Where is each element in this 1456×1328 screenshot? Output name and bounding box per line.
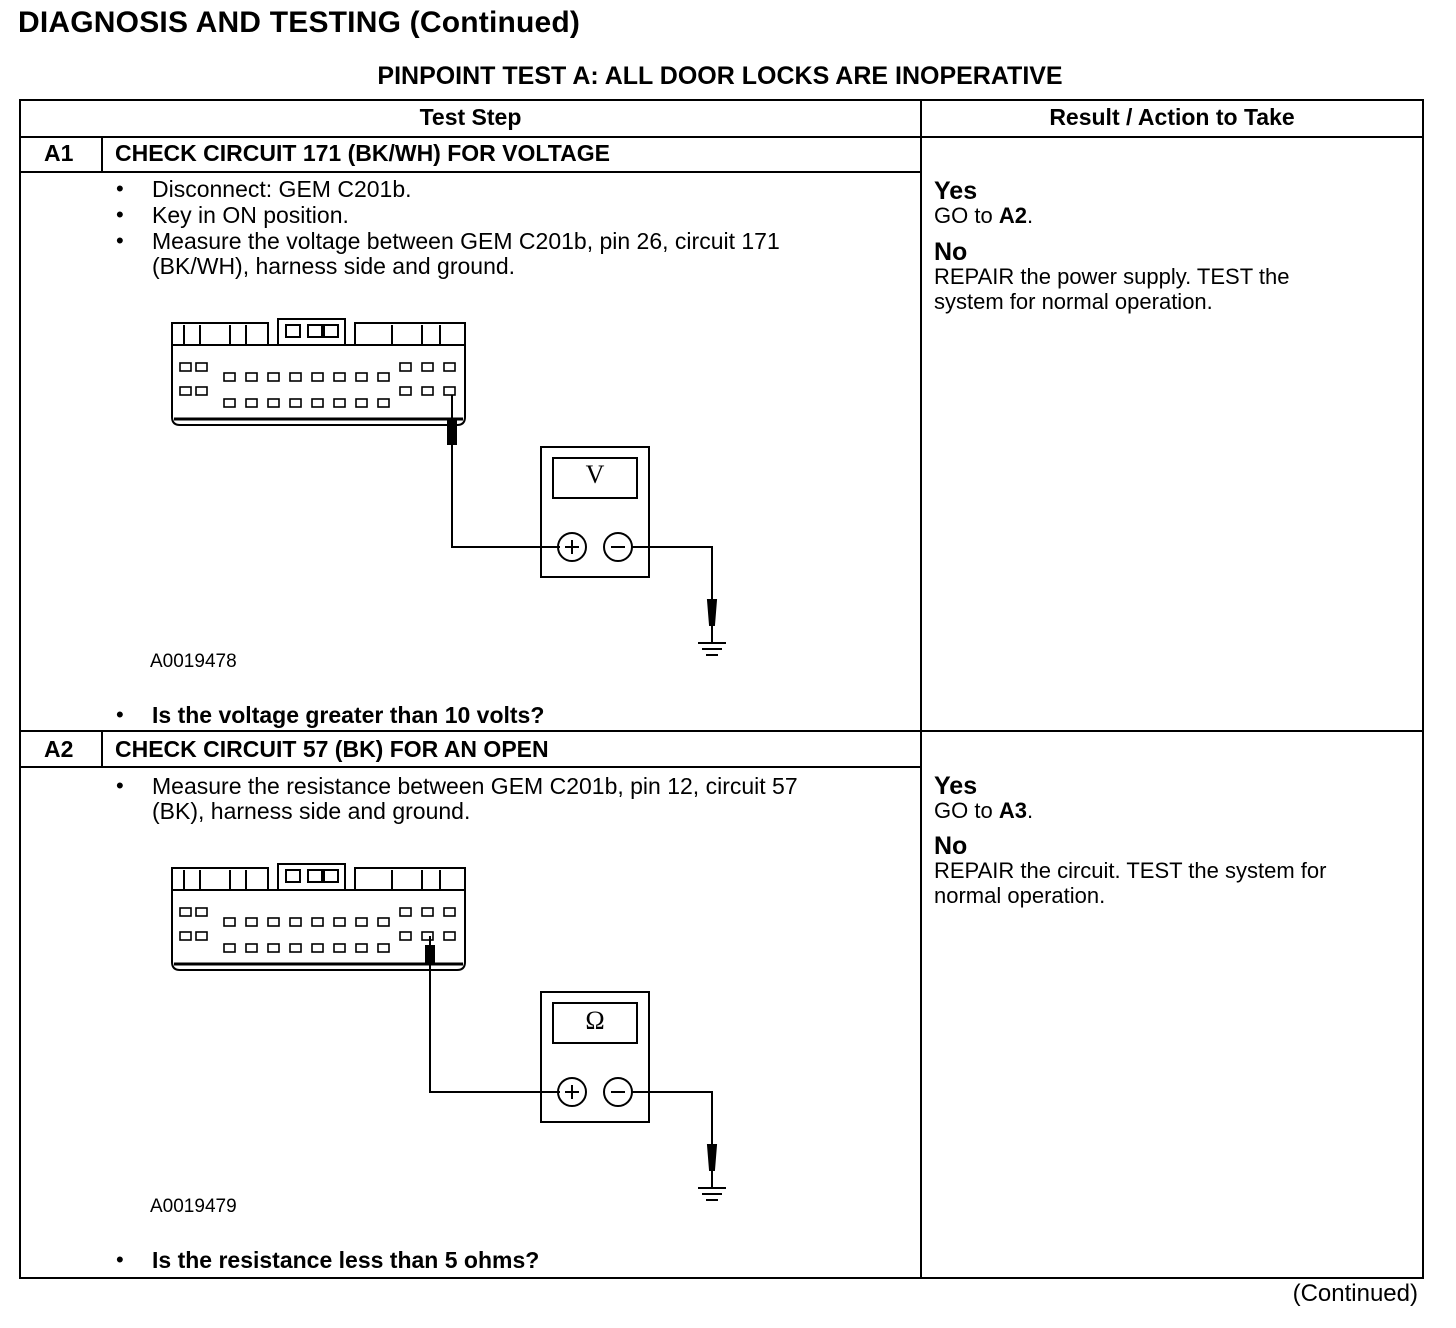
voltmeter-diagram — [171, 318, 726, 656]
step-title-a1: CHECK CIRCUIT 171 (BK/WH) FOR VOLTAGE — [115, 140, 610, 166]
bullet-marker: • — [116, 202, 124, 227]
step-instruction: Measure the resistance between GEM C201b… — [152, 773, 798, 799]
column-header-test-step: Test Step — [419, 104, 522, 130]
result-yes-label: Yes — [934, 177, 978, 205]
result-yes-action: GO to A3. — [934, 798, 1034, 823]
step-instruction: Measure the voltage between GEM C201b, p… — [152, 228, 780, 254]
bullet-marker: • — [116, 228, 124, 253]
step-id-a1: A1 — [44, 140, 74, 166]
bullet-marker: • — [116, 773, 124, 798]
ohmmeter-diagram — [171, 863, 726, 1201]
step-title-a2: CHECK CIRCUIT 57 (BK) FOR AN OPEN — [115, 736, 549, 762]
figure-code: A0019479 — [150, 1196, 237, 1217]
step-question: Is the voltage greater than 10 volts? — [152, 702, 545, 728]
figure-code: A0019478 — [150, 651, 237, 672]
step-question: Is the resistance less than 5 ohms? — [152, 1247, 540, 1273]
result-yes-label: Yes — [934, 772, 978, 800]
meter-symbol-volts: V — [585, 460, 605, 489]
meter-symbol-ohms: Ω — [585, 1006, 605, 1035]
result-no-label: No — [934, 832, 968, 860]
continued-label: (Continued) — [1292, 1280, 1418, 1307]
result-yes-action: GO to A2. — [934, 203, 1034, 228]
test-title: PINPOINT TEST A: ALL DOOR LOCKS ARE INOP… — [377, 62, 1063, 90]
bullet-marker: • — [116, 1247, 124, 1272]
result-yes-target: A2 — [998, 203, 1027, 228]
page-title: DIAGNOSIS AND TESTING (Continued) — [18, 6, 581, 39]
result-no-label: No — [934, 238, 968, 266]
step-instruction-continued: (BK), harness side and ground. — [152, 798, 471, 824]
step-instruction: Disconnect: GEM C201b. — [152, 176, 412, 202]
step-instruction: Key in ON position. — [152, 202, 349, 228]
step-id-a2: A2 — [44, 736, 74, 762]
result-no-action-continued: normal operation. — [934, 883, 1106, 908]
step-instruction-continued: (BK/WH), harness side and ground. — [152, 253, 516, 279]
result-no-action: REPAIR the circuit. TEST the system for — [934, 858, 1327, 883]
bullet-marker: • — [116, 176, 124, 201]
result-no-action: REPAIR the power supply. TEST the — [934, 264, 1290, 289]
column-header-result: Result / Action to Take — [1049, 104, 1295, 130]
result-no-action-continued: system for normal operation. — [934, 289, 1213, 314]
bullet-marker: • — [116, 702, 124, 727]
result-yes-target: A3 — [998, 798, 1027, 823]
